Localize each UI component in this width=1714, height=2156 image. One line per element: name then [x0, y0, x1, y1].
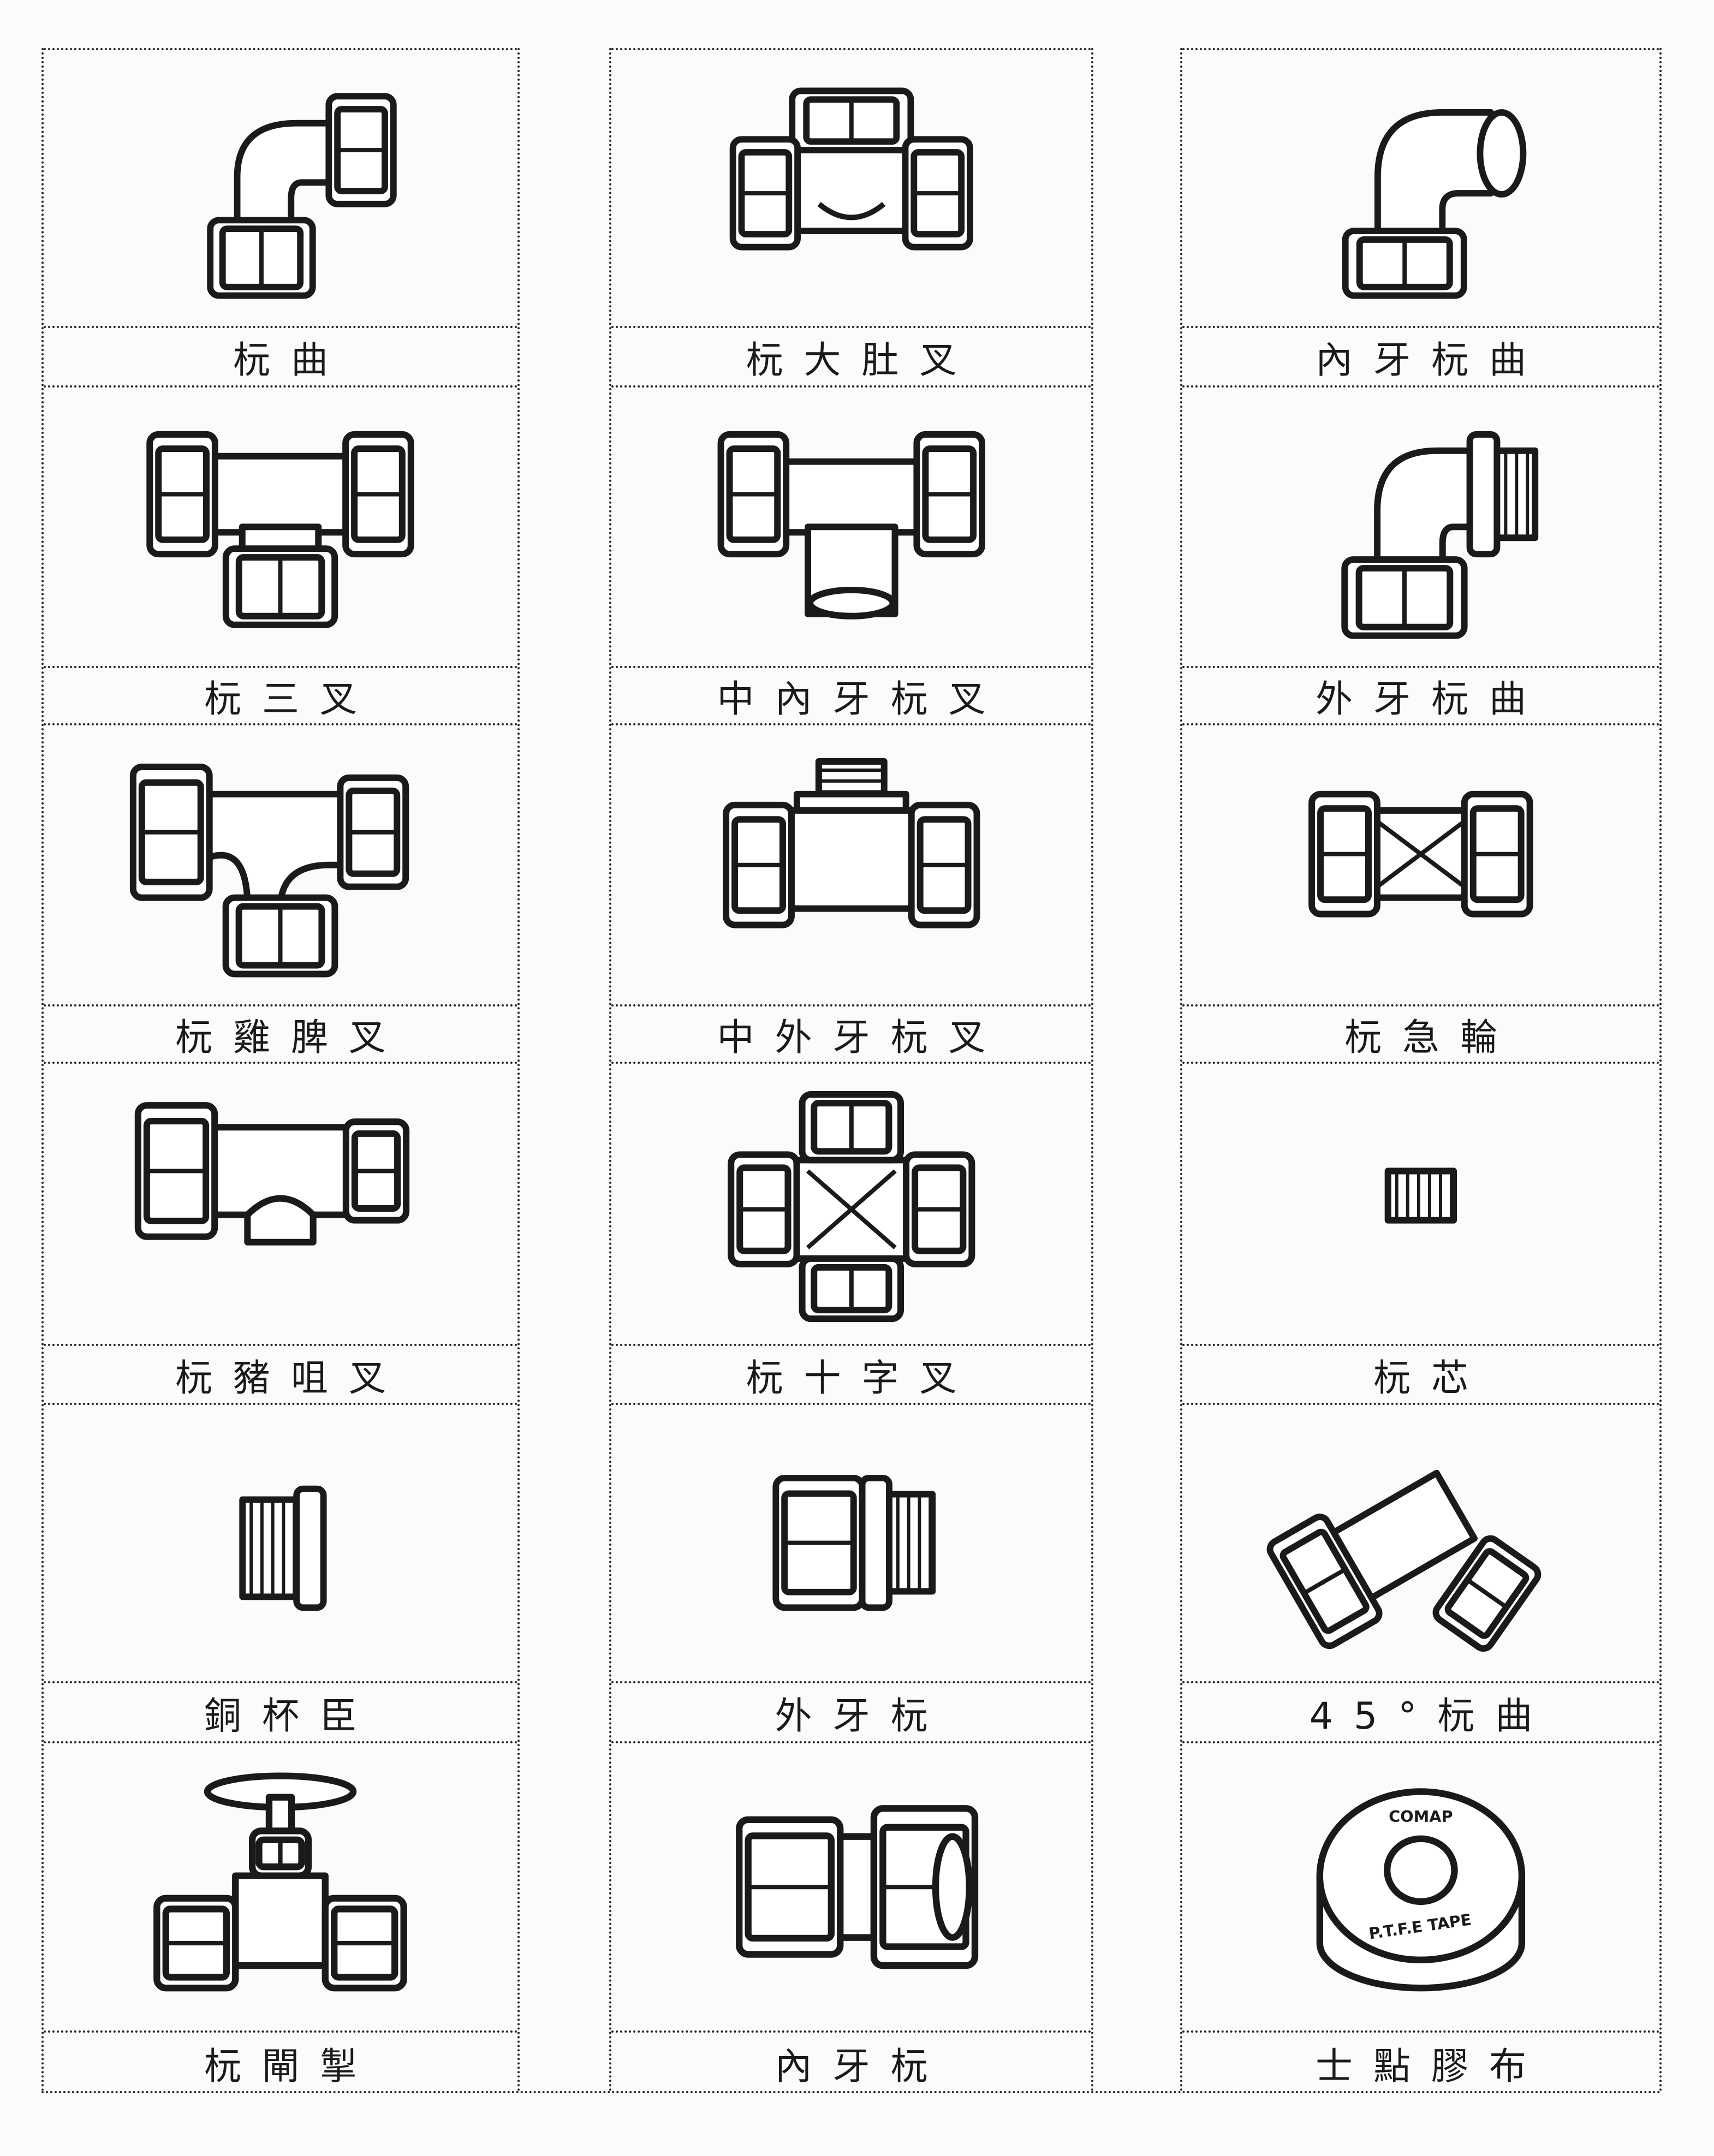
fitting-label: 外牙杬曲: [1182, 666, 1659, 723]
fitting-illustration: [611, 1741, 1091, 2030]
fitting-illustration: [44, 1062, 517, 1344]
fitting-label: 杬閘掣: [44, 2030, 517, 2093]
fitting-label: 內牙杬曲: [1182, 326, 1659, 385]
catalog-column: 杬曲 杬三叉 杬雞脾叉 杬豬咀叉銅杯臣 杬閘掣: [41, 48, 520, 2093]
male-connector-icon: [772, 1475, 936, 1611]
fitting-label: 外牙杬: [611, 1681, 1091, 1741]
fitting-illustration: [1182, 48, 1659, 326]
pipe-insert-icon: [1384, 1168, 1457, 1224]
fitting-label: 杬雞脾叉: [44, 1004, 517, 1062]
fitting-illustration: [1182, 1062, 1659, 1344]
fitting-illustration: [1182, 1403, 1659, 1681]
gate-valve-icon: [153, 1772, 408, 1992]
table-bottom-border: [41, 2091, 1662, 2093]
compression-bulge-tee-icon: [729, 87, 973, 251]
catalog-column: 內牙杬曲 外牙杬曲 杬急輪杬芯 45°杬曲 COMAP P.T.F.E TAPE…: [1180, 48, 1662, 2093]
male-branch-tee-icon: [722, 758, 980, 928]
fitting-label: 內牙杬: [611, 2030, 1091, 2093]
fitting-illustration: [44, 385, 517, 666]
fitting-label: 中內牙杬叉: [611, 666, 1091, 723]
compression-reducing-tee-icon: [135, 1101, 410, 1246]
fitting-illustration: [611, 385, 1091, 666]
female-branch-tee-icon: [717, 431, 985, 620]
fitting-label: 中外牙杬叉: [611, 1004, 1091, 1062]
compression-coupling-icon: [1308, 790, 1533, 918]
fitting-label: 杬三叉: [44, 666, 517, 723]
fitting-label: 杬大肚叉: [611, 326, 1091, 385]
fitting-label: 銅杯臣: [44, 1681, 517, 1741]
fitting-label: 杬芯: [1182, 1344, 1659, 1403]
ptfe-tape-icon: COMAP P.T.F.E TAPE: [1316, 1788, 1526, 1992]
fitting-label: 士點膠布: [1182, 2030, 1659, 2093]
fitting-illustration: [44, 1741, 517, 2030]
fitting-illustration: [611, 723, 1091, 1004]
compression-swept-tee-icon: [130, 763, 409, 978]
compression-elbow-icon: [207, 93, 397, 299]
elbow-45-icon: [1266, 1470, 1542, 1652]
fitting-illustration: [44, 1403, 517, 1681]
fitting-illustration: [611, 1403, 1091, 1681]
compression-tee-icon: [146, 431, 415, 628]
fitting-illustration: [44, 48, 517, 326]
fitting-illustration: [1182, 723, 1659, 1004]
compression-cross-icon: [727, 1091, 975, 1323]
fitting-illustration: [1182, 385, 1659, 666]
fitting-label: 杬急輪: [1182, 1004, 1659, 1062]
male-elbow-icon: [1341, 431, 1539, 639]
brass-bush-icon: [239, 1486, 328, 1611]
tape-brand-text: COMAP: [1389, 1807, 1453, 1826]
fitting-illustration: [611, 1062, 1091, 1344]
fitting-label: 杬十字叉: [611, 1344, 1091, 1403]
fitting-illustration: COMAP P.T.F.E TAPE: [1182, 1741, 1659, 2030]
catalog-column: 杬大肚叉 中內牙杬叉 中外牙杬叉 杬十字叉 外牙杬 內牙杬: [609, 48, 1093, 2093]
fitting-label: 杬曲: [44, 326, 517, 385]
female-connector-icon: [735, 1804, 978, 1969]
fitting-illustration: [611, 48, 1091, 326]
fitting-illustration: [44, 723, 517, 1004]
fitting-label: 杬豬咀叉: [44, 1344, 517, 1403]
fitting-label: 45°杬曲: [1182, 1681, 1659, 1741]
female-elbow-icon: [1342, 109, 1527, 299]
